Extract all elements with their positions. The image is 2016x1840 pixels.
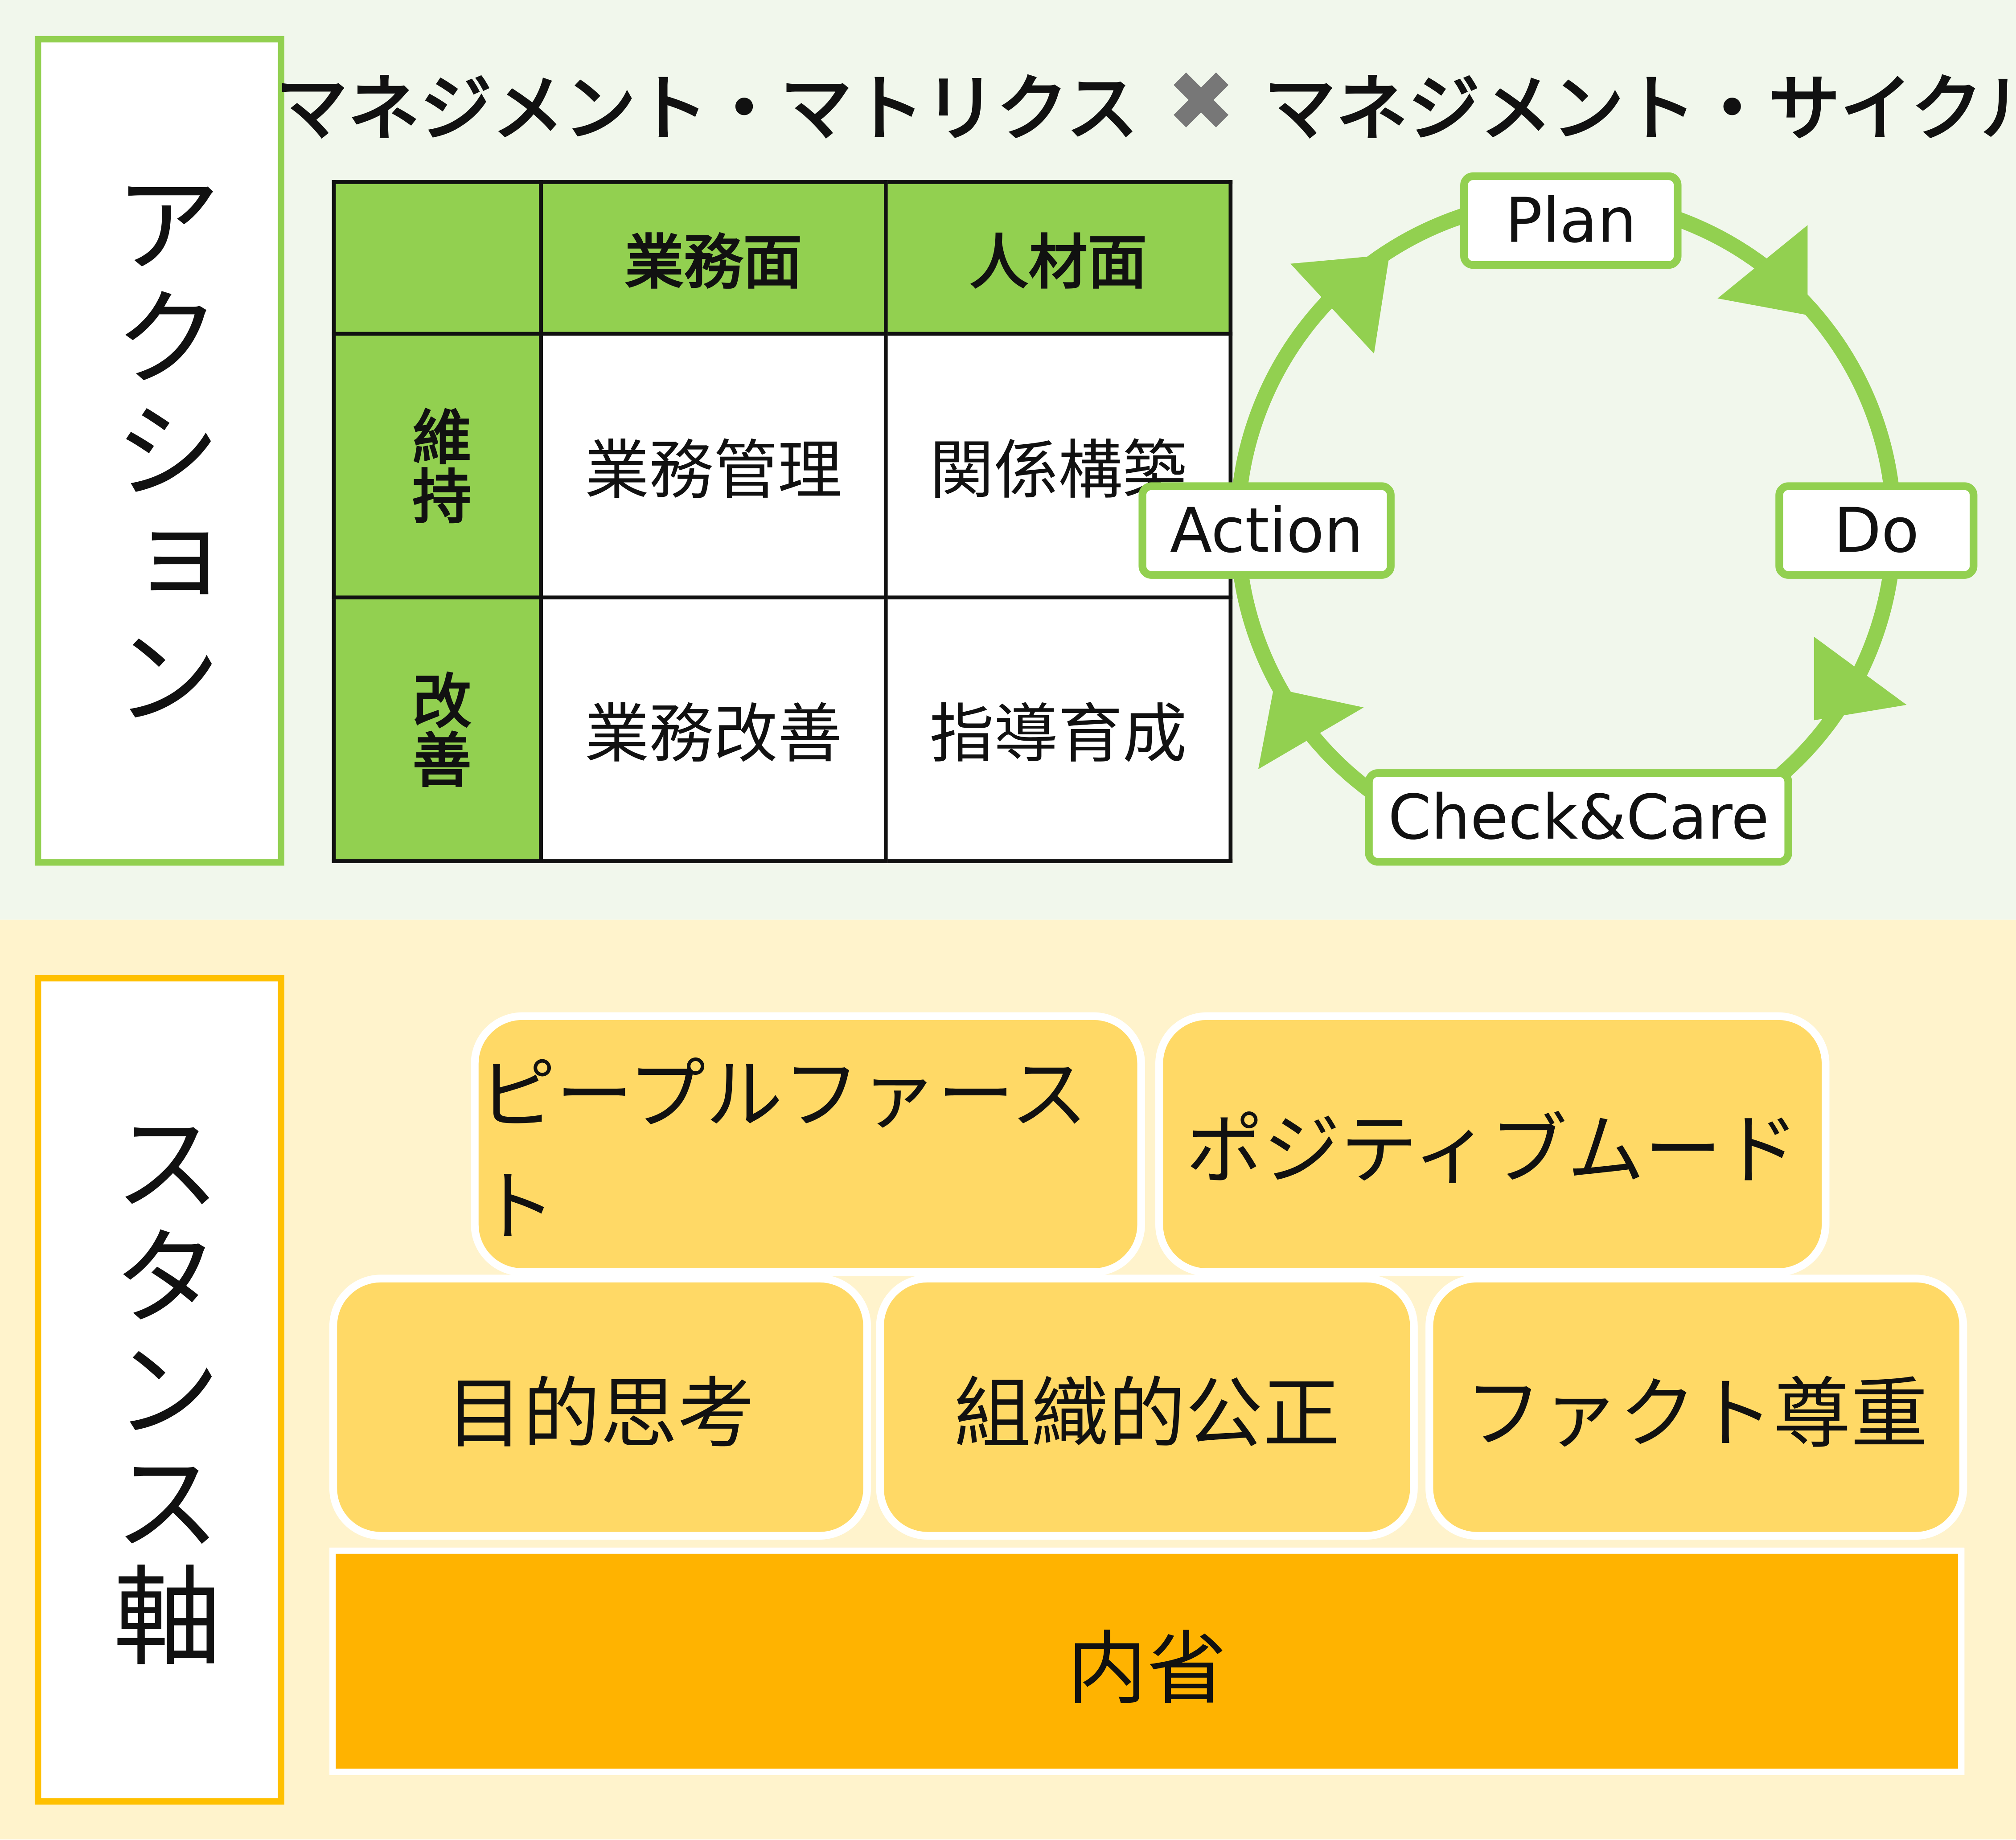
stance-block: ピープルファースト: [471, 1012, 1145, 1276]
arrow-icon: [1717, 225, 1808, 316]
col-header: 業務面: [539, 180, 888, 336]
matrix-cell: 指導育成: [883, 595, 1233, 863]
cycle-action: Action: [1138, 482, 1395, 579]
arrow-icon: [1290, 254, 1390, 354]
cross-icon: ✖: [1166, 55, 1236, 151]
col-header: 人材面: [883, 180, 1233, 336]
title-matrix: マネジメント・マトリクス: [275, 67, 1138, 152]
title-cycle: マネジメント・サイクル: [1264, 67, 2016, 152]
stance-side-box: スタンス軸: [34, 975, 284, 1805]
arrow-icon: [1258, 688, 1364, 770]
cycle-check-care: Check&Care: [1365, 769, 1792, 866]
stance-side-label: スタンス軸: [96, 1106, 222, 1673]
stance-block: ファクト尊重: [1425, 1274, 1967, 1540]
cycle-do: Do: [1775, 482, 1978, 579]
cycle-plan: Plan: [1460, 172, 1682, 269]
row-header: 改善: [332, 595, 543, 863]
row-header: 維持: [332, 332, 543, 600]
action-side-label: アクション: [96, 168, 222, 734]
action-side-box: アクション: [34, 36, 284, 866]
matrix-cell: 業務管理: [539, 332, 888, 600]
stance-base: 内省: [329, 1547, 1965, 1775]
page-title: マネジメント・マトリクス ✖ マネジメント・サイクル: [276, 51, 2016, 154]
matrix-corner: [332, 180, 543, 336]
matrix-cell: 業務改善: [539, 595, 888, 863]
stance-block: 目的思考: [329, 1274, 871, 1540]
stance-block: ポジティブムード: [1155, 1012, 1830, 1276]
arrow-icon: [1814, 636, 1907, 721]
stance-block: 組織的公正: [876, 1274, 1418, 1540]
